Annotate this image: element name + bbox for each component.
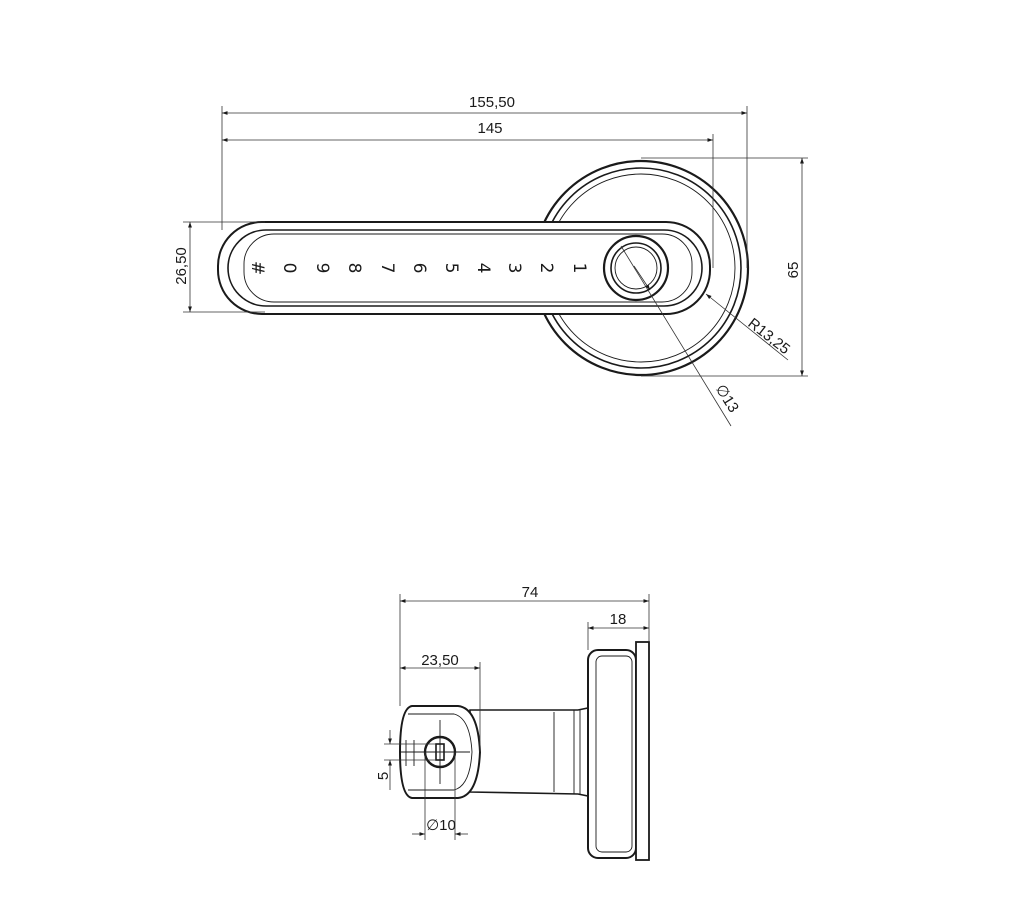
svg-text:145: 145 (477, 120, 502, 137)
key-hash: # (247, 261, 267, 275)
svg-text:5: 5 (375, 772, 392, 780)
svg-text:23,50: 23,50 (421, 652, 459, 669)
key-5: 5 (441, 263, 461, 274)
front-view: # 0 9 8 7 6 5 4 3 2 1 155,50 (173, 94, 808, 427)
keypad: # 0 9 8 7 6 5 4 3 2 1 (247, 261, 589, 275)
side-view: 74 18 23,50 5 ∅10 (375, 584, 650, 861)
dim-overall-depth: 74 (399, 584, 650, 706)
side-rose (587, 641, 650, 861)
dim-rose-depth: 18 (587, 611, 649, 650)
svg-text:∅10: ∅10 (426, 817, 456, 834)
svg-text:26,50: 26,50 (173, 247, 190, 285)
dim-knob-length: 23,50 (400, 652, 481, 752)
svg-text:R13,25: R13,25 (744, 315, 793, 358)
key-0: 0 (279, 263, 299, 274)
svg-text:65: 65 (785, 262, 802, 279)
key-8: 8 (344, 263, 364, 274)
svg-text:155,50: 155,50 (469, 94, 515, 111)
fingerprint-sensor (602, 234, 670, 302)
key-9: 9 (312, 263, 332, 274)
dim-fingerprint-radius: R13,25 (705, 293, 793, 361)
dim-cylinder-diameter: ∅10 (412, 752, 468, 840)
key-2: 2 (536, 263, 556, 274)
key-3: 3 (504, 263, 524, 274)
key-4: 4 (473, 263, 493, 274)
dim-key-slot: 5 (375, 730, 436, 790)
side-neck (469, 707, 589, 797)
svg-text:18: 18 (610, 611, 627, 628)
dim-rose-height: 65 (641, 157, 808, 377)
dim-handle-length: 145 (222, 120, 714, 268)
svg-text:74: 74 (522, 584, 539, 601)
dim-handle-height: 26,50 (173, 221, 265, 313)
dim-overall-length: 155,50 (221, 94, 748, 268)
key-1: 1 (569, 263, 589, 274)
key-6: 6 (409, 263, 429, 274)
lever-handle (217, 221, 711, 315)
svg-text:∅13: ∅13 (712, 381, 742, 415)
key-7: 7 (377, 263, 397, 274)
